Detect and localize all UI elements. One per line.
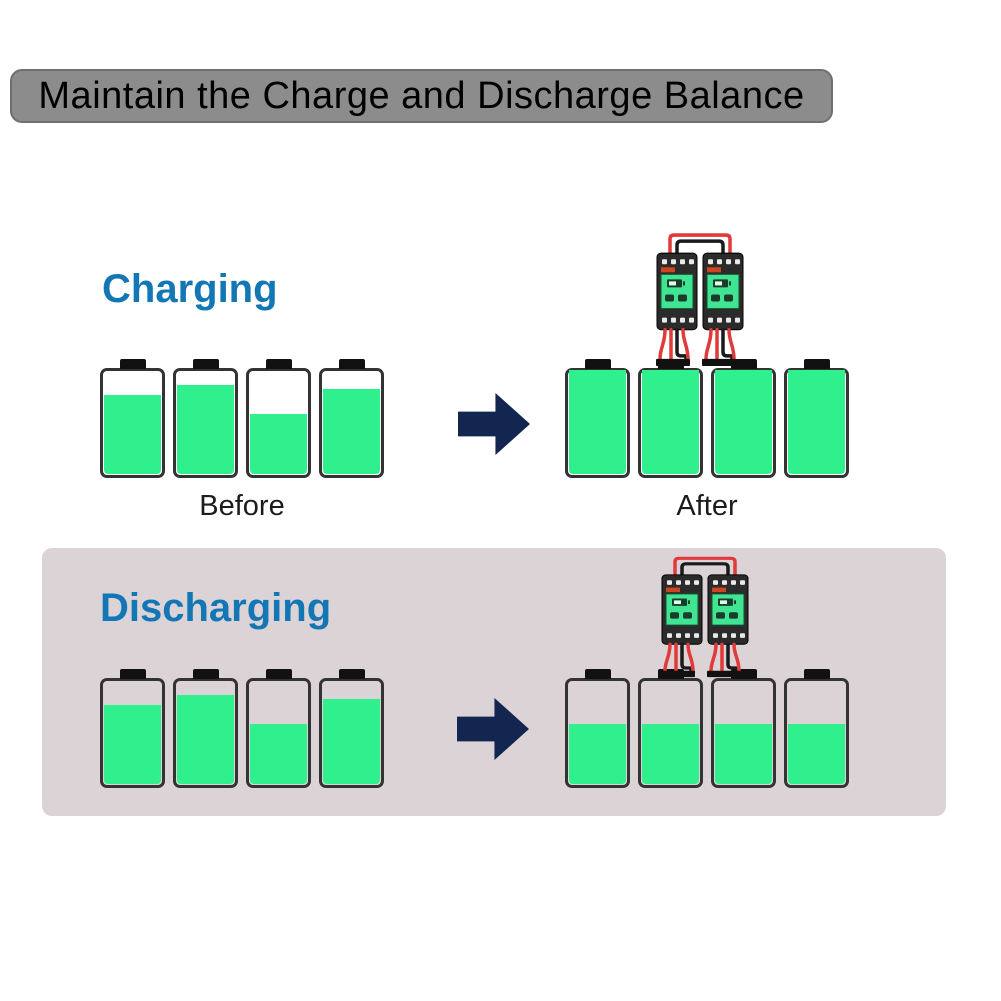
battery-terminal xyxy=(338,669,365,679)
battery-terminal xyxy=(803,359,830,369)
device-button xyxy=(670,612,679,619)
device-button xyxy=(678,294,687,302)
battery-fill xyxy=(104,394,161,474)
battery xyxy=(784,359,849,478)
discharging-section-label: Discharging xyxy=(100,586,332,630)
device-brand-label xyxy=(666,587,680,593)
charging-section-label: Charging xyxy=(102,267,278,311)
device-button xyxy=(711,294,720,302)
device-brand-label xyxy=(712,587,726,593)
battery xyxy=(784,669,849,788)
black-down-wire xyxy=(680,642,693,674)
right-arrow-icon xyxy=(458,393,530,455)
battery xyxy=(638,669,703,788)
battery xyxy=(100,359,165,478)
red-down-wire xyxy=(727,327,736,361)
battery-fill xyxy=(788,370,845,474)
device-button xyxy=(683,612,692,619)
battery xyxy=(319,669,384,788)
battery-terminal xyxy=(730,669,757,679)
battery xyxy=(246,359,311,478)
battery-terminal xyxy=(119,669,146,679)
balancer-unit xyxy=(661,574,703,645)
battery-fill xyxy=(715,723,772,784)
balancer-unit xyxy=(656,252,698,331)
red-down-wire xyxy=(663,642,672,673)
device-button xyxy=(729,612,738,619)
discharging-after-battery-group xyxy=(565,669,849,788)
battery xyxy=(711,359,776,478)
battery-fill xyxy=(569,370,626,474)
battery xyxy=(246,669,311,788)
battery xyxy=(638,359,703,478)
discharging-before-battery-group xyxy=(100,669,384,788)
battery-terminal xyxy=(584,359,611,369)
battery xyxy=(565,669,630,788)
red-down-wire xyxy=(704,327,713,361)
battery xyxy=(100,669,165,788)
battery-terminal-bar xyxy=(702,358,736,366)
red-bridge-wire xyxy=(673,556,737,581)
battery-terminal-bar xyxy=(661,670,695,678)
red-down-wire xyxy=(681,327,690,361)
title-banner: Maintain the Charge and Discharge Balanc… xyxy=(10,69,833,123)
black-bridge-wire xyxy=(675,239,725,259)
battery-fill xyxy=(642,723,699,784)
device-brand-label xyxy=(707,267,721,273)
charging-before-battery-group xyxy=(100,359,384,478)
battery-terminal xyxy=(803,669,830,679)
device-button xyxy=(724,294,733,302)
battery xyxy=(711,669,776,788)
red-down-wire xyxy=(709,642,718,673)
red-down-wire xyxy=(732,642,741,673)
battery-terminal xyxy=(192,669,219,679)
battery-fill xyxy=(788,723,845,784)
battery-fill xyxy=(177,694,234,784)
battery-fill xyxy=(715,370,772,474)
black-down-wire xyxy=(721,327,734,362)
balancer-unit xyxy=(707,574,749,645)
balancer-device-pair-charging xyxy=(656,233,744,366)
balancer-assembly xyxy=(661,556,749,678)
red-down-wire xyxy=(658,327,667,361)
battery-fill xyxy=(250,413,307,474)
battery xyxy=(173,359,238,478)
battery-terminal xyxy=(192,359,219,369)
battery xyxy=(173,669,238,788)
battery xyxy=(565,359,630,478)
charging-after-battery-group xyxy=(565,359,849,478)
red-down-wire xyxy=(686,642,695,673)
black-down-wire xyxy=(726,642,739,674)
after-caption: After xyxy=(676,490,738,522)
balancer-device-pair-discharging xyxy=(661,556,749,678)
device-brand-label xyxy=(661,267,675,273)
device-button xyxy=(665,294,674,302)
battery-fill xyxy=(569,723,626,784)
battery-terminal xyxy=(119,359,146,369)
balancer-unit xyxy=(702,252,744,331)
battery-fill xyxy=(177,384,234,474)
battery-fill xyxy=(104,704,161,784)
before-caption: Before xyxy=(199,490,285,522)
battery-fill xyxy=(323,698,380,784)
battery-fill xyxy=(642,370,699,474)
battery-terminal xyxy=(338,359,365,369)
red-bridge-wire xyxy=(668,233,732,259)
black-bridge-wire xyxy=(680,562,730,581)
battery-fill xyxy=(250,723,307,784)
battery-terminal-bar xyxy=(656,358,690,366)
balancer-assembly xyxy=(656,233,744,366)
battery-terminal xyxy=(730,359,757,369)
device-button xyxy=(716,612,725,619)
battery-terminal xyxy=(265,669,292,679)
battery-terminal xyxy=(584,669,611,679)
battery-fill xyxy=(323,388,380,474)
battery-terminal xyxy=(265,359,292,369)
black-down-wire xyxy=(675,327,688,362)
battery-terminal-bar xyxy=(707,670,741,678)
page-title: Maintain the Charge and Discharge Balanc… xyxy=(38,74,805,117)
battery xyxy=(319,359,384,478)
